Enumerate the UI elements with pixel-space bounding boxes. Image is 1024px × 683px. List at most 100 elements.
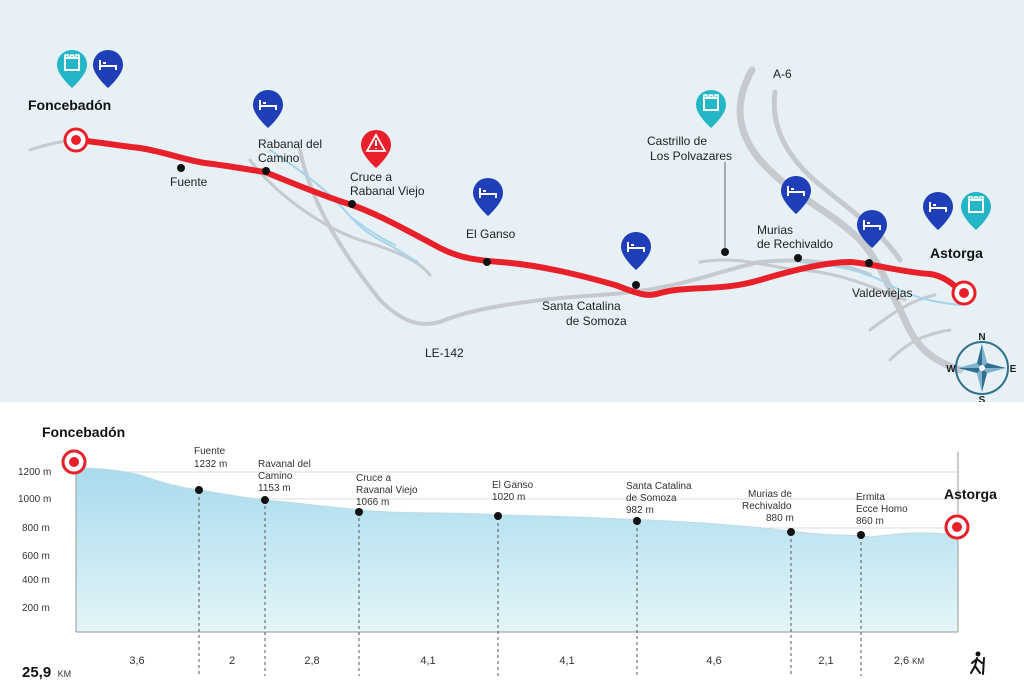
river-2 <box>354 219 396 246</box>
monument-icon <box>696 90 726 128</box>
profile-svg: Foncebadón Astorga 1200 m 1000 m 800 m 6… <box>18 424 997 681</box>
road-minor-1 <box>248 158 432 277</box>
wp-cruce-2: Ravanal Viejo <box>356 485 418 496</box>
hotel-icon <box>93 50 123 88</box>
total-distance: 25,9 KM <box>22 664 71 681</box>
compass-n: N <box>978 332 985 343</box>
segment-6: 4,6 <box>706 655 721 667</box>
wp-fuente-2: 1232 m <box>194 459 227 470</box>
map-dot-rabanal <box>262 167 270 175</box>
elevation-profile: Foncebadón Astorga 1200 m 1000 m 800 m 6… <box>0 402 1024 683</box>
wp-ermita-2: Ecce Homo <box>856 504 908 515</box>
profile-end-label: Astorga <box>944 486 997 502</box>
profile-end-marker <box>944 514 970 540</box>
total-value: 25,9 <box>22 664 51 681</box>
profile-dot-murias <box>787 528 795 536</box>
map-dot-castrillo <box>721 248 729 256</box>
wp-ravanal-3: 1153 m <box>258 483 291 494</box>
map-label-rabanal-2: Camino <box>258 151 300 165</box>
monument-icon <box>57 50 87 88</box>
map-start-label: Foncebadón <box>28 97 111 113</box>
profile-dot-ermita <box>857 531 865 539</box>
y-label-800: 800 m <box>22 523 50 534</box>
compass-rose-icon: N S E W <box>946 332 1016 402</box>
compass-s: S <box>979 395 986 402</box>
wp-santa-1: Santa Catalina <box>626 481 692 492</box>
compass-e: E <box>1010 364 1017 375</box>
map-start-marker <box>63 127 89 153</box>
monument-icon <box>961 192 991 230</box>
total-unit: KM <box>58 669 72 679</box>
map-label-santa-2: de Somoza <box>566 314 627 328</box>
map-label-elganso: El Ganso <box>466 227 516 241</box>
compass-w: W <box>946 364 956 375</box>
y-label-400: 400 m <box>22 575 50 586</box>
camino-route <box>73 137 966 298</box>
warning-icon <box>361 130 391 168</box>
map-dot-valdeviejas <box>865 259 873 267</box>
map-dot-elganso <box>483 258 491 266</box>
river-1 <box>269 149 419 263</box>
y-label-600: 600 m <box>22 551 50 562</box>
segment-2: 2 <box>229 655 235 667</box>
map-label-murias-2: de Rechivaldo <box>757 237 833 251</box>
wp-ermita-3: 860 m <box>856 516 884 527</box>
hotel-icon <box>473 178 503 216</box>
wp-fuente-1: Fuente <box>194 446 226 457</box>
map-label-valdeviejas: Valdeviejas <box>852 286 912 300</box>
map-dot-cruce <box>348 200 356 208</box>
hiker-icon <box>970 651 985 675</box>
map-dot-santa-catalina <box>632 281 640 289</box>
road-label-a6: A-6 <box>773 67 792 81</box>
profile-dot-elganso <box>494 512 502 520</box>
y-label-1200: 1200 m <box>18 467 51 478</box>
hotel-icon <box>923 192 953 230</box>
segment-5: 4,1 <box>559 655 574 667</box>
profile-dot-ravanal <box>261 496 269 504</box>
road-a6 <box>736 66 964 374</box>
wp-murias-3: 880 m <box>766 513 794 524</box>
segment-7: 2,1 <box>818 655 833 667</box>
profile-dot-fuente <box>195 486 203 494</box>
y-label-200: 200 m <box>22 603 50 614</box>
wp-santa-2: de Somoza <box>626 493 677 504</box>
wp-santa-3: 982 m <box>626 505 654 516</box>
map-dot-fuente <box>177 164 185 172</box>
map-end-marker <box>951 280 977 306</box>
wp-cruce-1: Cruce a <box>356 473 391 484</box>
map-dot-murias <box>794 254 802 262</box>
map-label-santa-1: Santa Catalina <box>542 299 621 313</box>
hotel-icon <box>253 90 283 128</box>
segment-4: 4,1 <box>420 655 435 667</box>
wp-ermita-1: Ermita <box>856 492 885 503</box>
profile-start-marker <box>61 449 87 475</box>
segment-1: 3,6 <box>129 655 144 667</box>
wp-murias-1: Murias de <box>748 489 792 500</box>
map-end-label: Astorga <box>930 245 983 261</box>
map-label-murias-1: Murias <box>757 223 793 237</box>
segment-3: 2,8 <box>304 655 319 667</box>
segment-8-group: 2,6 KM <box>894 655 925 667</box>
profile-dot-santa <box>633 517 641 525</box>
map-label-fuente: Fuente <box>170 175 208 189</box>
map-label-castrillo-2: Los Polvazares <box>650 149 732 163</box>
map-label-castrillo-1: Castrillo de <box>647 134 707 148</box>
segment-8-unit: KM <box>912 657 924 666</box>
route-map: N S E W Foncebadón Astorga Fuente Rabana… <box>0 0 1024 402</box>
wp-elganso-1: El Ganso <box>492 480 534 491</box>
hotel-icon <box>621 232 651 270</box>
wp-elganso-2: 1020 m <box>492 492 525 503</box>
map-svg: N S E W Foncebadón Astorga Fuente Rabana… <box>28 50 1017 402</box>
road-minor-5 <box>888 328 952 362</box>
map-label-cruce-2: Rabanal Viejo <box>350 184 425 198</box>
map-label-rabanal-1: Rabanal del <box>258 137 322 151</box>
wp-ravanal-1: Ravanal del <box>258 459 311 470</box>
road-minor-4 <box>868 293 937 332</box>
map-label-cruce-1: Cruce a <box>350 170 392 184</box>
wp-cruce-3: 1066 m <box>356 497 389 508</box>
segment-8: 2,6 <box>894 655 909 667</box>
y-label-1000: 1000 m <box>18 494 51 505</box>
profile-start-label: Foncebadón <box>42 424 125 440</box>
profile-dot-cruce <box>355 508 363 516</box>
